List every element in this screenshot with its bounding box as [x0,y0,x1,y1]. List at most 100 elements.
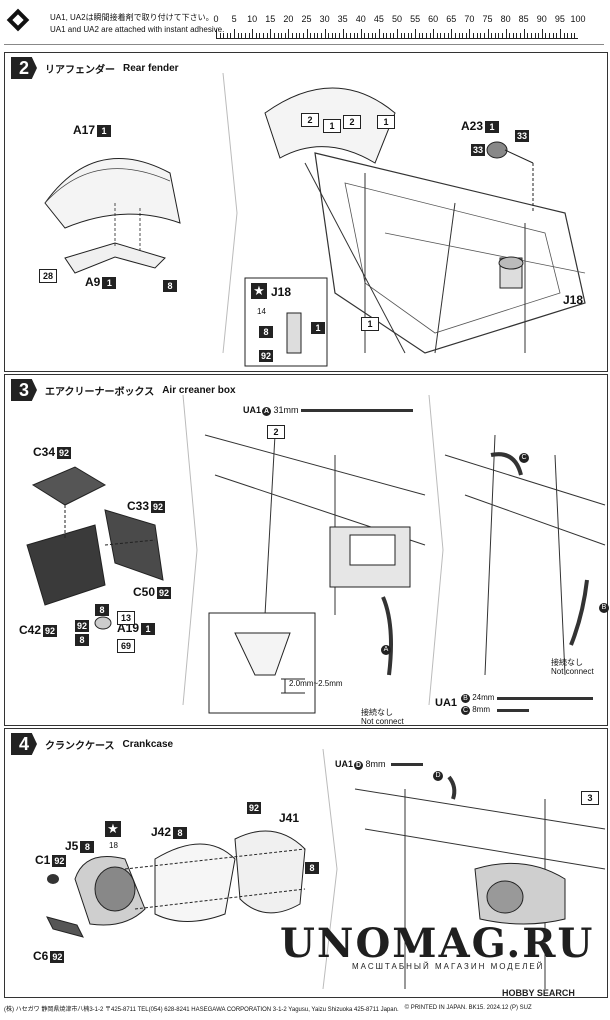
sequence-2-marker: 2 [267,423,285,441]
step-2-rear-fender: 2 リアフェンダー Rear fender [4,52,608,372]
ruler-tick [375,33,377,38]
ruler-tick [429,33,431,38]
ruler-tick [397,29,398,38]
ruler-tick [556,33,558,38]
footer-printed: © PRINTED IN JAPAN. BK15. 2024.12 (P) SU… [404,1005,532,1011]
ruler-tick [400,33,402,38]
runner-badge: 1 [141,622,156,635]
step-title-ja: リアフェンダー [45,64,115,76]
ruler-tick [567,33,569,38]
ruler-tick [415,29,417,38]
ruler-tick [284,33,286,38]
ruler-tick [223,33,225,38]
ruler-tick [346,33,348,38]
ruler-tick [563,33,565,38]
part-8b-badge: 8 [73,631,89,649]
ruler-tick [447,33,449,38]
ruler-tick [411,33,413,38]
ruler-tick-label: 95 [554,14,565,24]
ruler-tick-label: 25 [301,14,312,24]
ruler-tick-label: 65 [446,14,457,24]
ruler-tick [237,33,239,38]
ruler-tick-label: 70 [464,14,475,24]
ruler-tick [299,33,301,38]
ruler-tick [389,33,391,38]
runner-badge: 92 [50,950,65,963]
inset-part-8: 8 [257,323,273,341]
gap-dimension: 2.0mm~2.5mm [289,679,343,688]
inset-part-1: 1 [309,319,325,337]
watermark-logo: UNOMAG.RU [280,920,595,967]
step-title-en: Air creaner box [162,384,236,396]
part-id: C50 [133,585,156,599]
ruler-tick [549,33,551,38]
ruler-tick-label: 85 [518,14,529,24]
ruler-tick [527,33,529,38]
ruler-tick [393,33,395,38]
ruler-tick [219,33,221,38]
ruler-tick [292,33,294,38]
ruler-tick [331,33,333,38]
ruler-tick [277,33,279,38]
ruler-tick [498,33,500,38]
ruler-tick [364,33,366,38]
ruler-tick [444,33,446,38]
ruler-tick [288,29,290,38]
ruler-tick [226,33,228,38]
adhesive-note-en: UA1 and UA2 are attached with instant ad… [50,25,225,34]
ruler-tick [559,29,561,38]
ruler-tick [454,33,456,38]
ruler-tick [295,33,297,38]
ruler-tick [501,33,503,38]
step-title-en: Rear fender [123,62,179,74]
step-title-ja: エアクリーナーボックス [45,386,155,398]
part-id: C42 [19,623,42,637]
ruler-tick [259,33,261,38]
ruler-tick [530,33,532,38]
footer: (株) ハセガワ 静岡県焼津市八楠3-1-2 〒425-8711 TEL(054… [4,1000,606,1016]
ruler-tick [404,33,406,38]
air-cleaner-drawing [26,394,606,714]
ruler-tick-label: 60 [428,14,439,24]
ruler-tick [270,29,272,38]
ruler-tick [310,33,312,38]
part-id: A9 [85,275,101,289]
inset-part-14: 14 [257,307,266,316]
part-69-badge: 69 [117,637,135,655]
ruler-tick [357,33,359,38]
part-92-badge: 92 [247,801,262,814]
runner-badge: 92 [151,500,166,513]
part-id: C34 [33,445,56,459]
ruler-tick [241,33,243,38]
hose-c-marker: C [519,453,529,463]
part-id: C33 [127,499,150,513]
sequence-1-marker: 1 [323,117,341,135]
part-28-badge: 28 [39,267,57,285]
ruler-tick [353,33,355,38]
ruler-tick [339,33,341,38]
ruler-tick [418,33,420,38]
part-id: A23 [461,119,484,133]
ruler-tick [382,33,384,38]
part-id: C1 [35,853,51,867]
ruler-tick [570,33,572,38]
step-4-header: 4 クランクケース Crankcase [11,733,173,755]
crankcase-drawing [46,748,606,990]
ua1-a-length-bar [301,409,413,412]
ruler-tick [360,29,362,38]
ruler-tick [342,29,344,38]
ruler-tick [433,29,435,38]
ruler-tick [273,33,275,38]
footer-company: (株) ハセガワ 静岡県焼津市八楠3-1-2 〒425-8711 TEL(054… [4,1006,399,1013]
ruler-tick [473,33,475,38]
star-icon: ★ [105,821,121,837]
ruler-tick-label: 100 [570,14,586,24]
watermark-subtitle: МАСШТАБНЫЙ МАГАЗИН МОДЕЛЕЙ [352,962,545,971]
hose-d-marker: D [433,771,443,781]
ruler-tick [378,29,380,38]
